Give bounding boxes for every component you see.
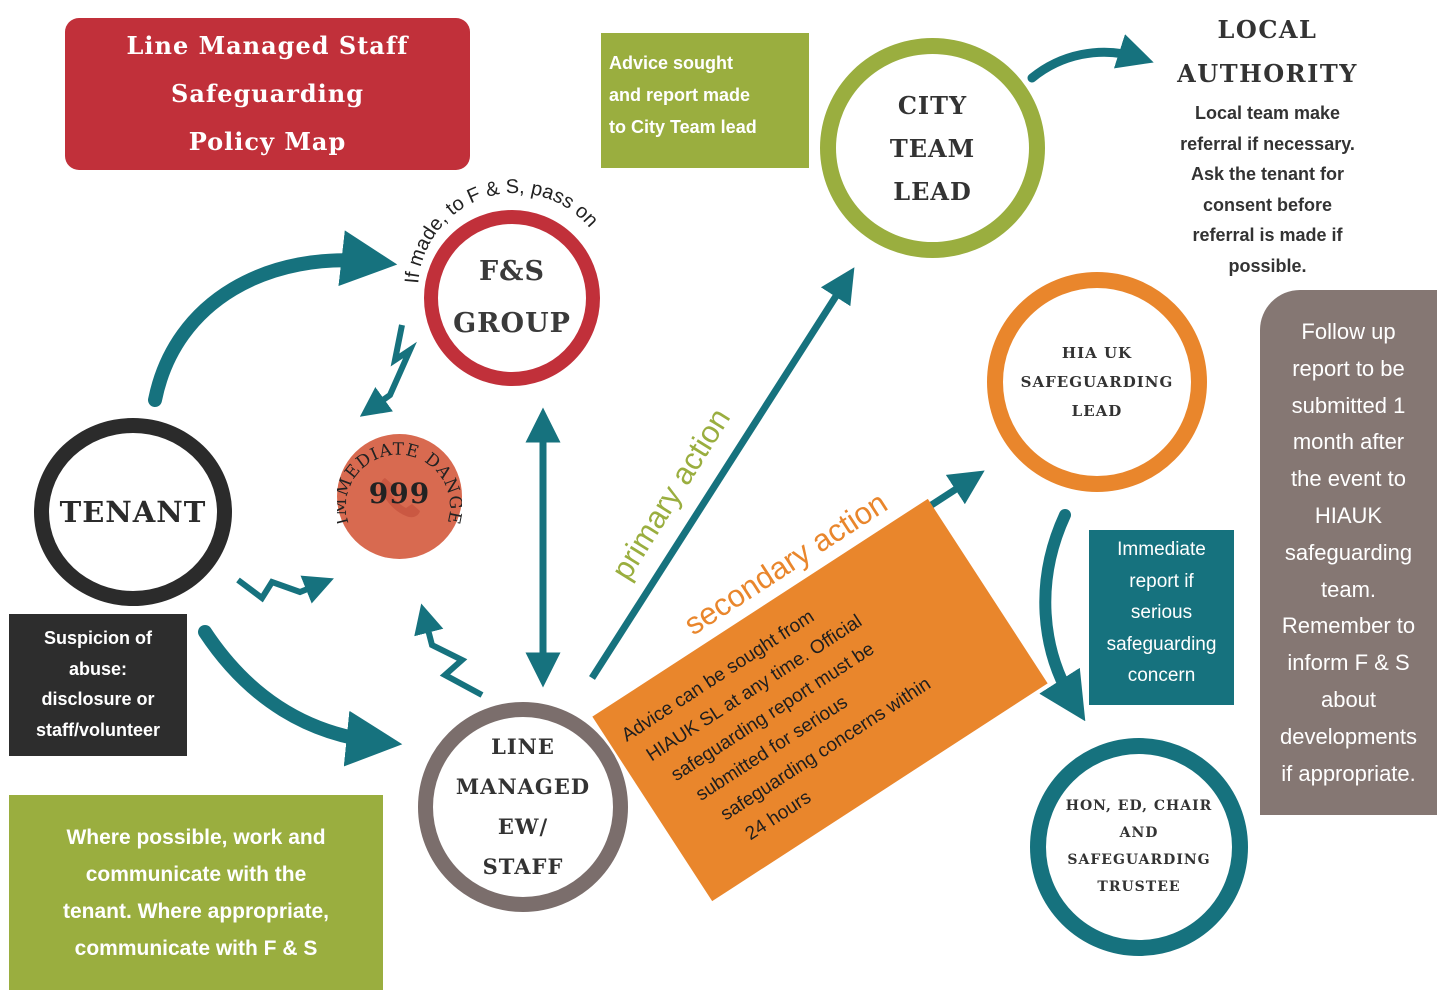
- title-banner: Line Managed Staff Safeguarding Policy M…: [65, 18, 470, 170]
- follow-line: HIAUK: [1314, 502, 1383, 528]
- la-title-line: AUTHORITY: [1177, 59, 1358, 88]
- follow-line: Remember to: [1281, 613, 1416, 639]
- follow-line: the event to: [1291, 466, 1406, 492]
- arrow-line-to-city: [589, 267, 855, 680]
- suspicion-box: Suspicion of abuse: disclosure or staff/…: [9, 614, 187, 756]
- city-team-lead-node: CITY TEAM LEAD: [820, 38, 1045, 258]
- svg-text:IMMEDIATE DANGER?: IMMEDIATE DANGER?: [337, 434, 462, 527]
- arrow-hia-to-hon: [1039, 509, 1086, 722]
- arrow-tenant-to-fs: [148, 230, 398, 407]
- hon-label: AND: [1119, 825, 1159, 841]
- la-line: consent before: [1202, 194, 1333, 215]
- fs-label: GROUP: [453, 308, 571, 339]
- hon-label: SAFEGUARDING: [1067, 852, 1211, 868]
- immediate-line: safeguarding: [1106, 633, 1217, 655]
- line-label: LINE: [491, 734, 555, 759]
- phone-icon: [380, 478, 420, 518]
- suspicion-line: abuse:: [68, 658, 128, 679]
- immediate-line: concern: [1127, 665, 1196, 686]
- follow-line: safeguarding: [1284, 539, 1413, 565]
- immediate-line: Immediate: [1117, 539, 1206, 560]
- title-line: Policy Map: [188, 127, 347, 156]
- fs-group-node: F&S GROUP: [424, 210, 600, 386]
- tenant-node: TENANT: [34, 418, 232, 606]
- immediate-danger-badge: 999 IMMEDIATE DANGER?: [337, 434, 462, 559]
- work-line: communicate with the: [85, 863, 307, 886]
- hon-trustee-node: HON, ED, CHAIR AND SAFEGUARDING TRUSTEE: [1030, 738, 1248, 956]
- la-line: Local team make: [1194, 103, 1341, 123]
- immediate-report-box: Immediate report if serious safeguarding…: [1089, 530, 1234, 705]
- zigzag-tenant-to-danger: [236, 575, 334, 604]
- suspicion-line: disclosure or: [41, 689, 155, 709]
- city-label: TEAM: [889, 133, 976, 163]
- hon-label: TRUSTEE: [1097, 879, 1181, 895]
- danger-number: 999: [368, 477, 431, 510]
- follow-line: submitted 1: [1291, 392, 1406, 418]
- follow-line: report to be: [1292, 355, 1405, 381]
- title-line: Line Managed Staff: [126, 31, 409, 60]
- work-line: communicate with F & S: [74, 937, 318, 960]
- line-label: MANAGED: [455, 774, 591, 799]
- arrow-tenant-to-line: [198, 625, 403, 767]
- suspicion-line: Suspicion of: [44, 628, 152, 648]
- zigzag-fs-to-danger: [359, 324, 417, 417]
- advice-line: to City Team lead: [609, 117, 757, 137]
- line-label: STAFF: [482, 854, 564, 879]
- follow-line: Follow up: [1301, 319, 1396, 344]
- follow-line: if appropriate.: [1281, 760, 1416, 786]
- follow-line: about: [1320, 686, 1377, 712]
- follow-line: developments: [1280, 723, 1417, 749]
- la-line: referral is made if: [1192, 225, 1343, 245]
- hia-label: HIA UK: [1061, 343, 1133, 362]
- city-label: CITY: [897, 90, 968, 120]
- la-line: referral if necessary.: [1180, 133, 1355, 154]
- follow-up-box: Follow up report to be submitted 1 month…: [1260, 290, 1437, 815]
- work-line: tenant. Where appropriate,: [62, 900, 330, 923]
- advice-line: Advice sought: [609, 53, 734, 73]
- work-line: Where possible, work and: [66, 826, 326, 849]
- line-managed-staff-node: LINE MANAGED EW/ STAFF: [418, 702, 628, 912]
- tenant-label: TENANT: [59, 495, 207, 529]
- local-authority-block: LOCAL AUTHORITY Local team make referral…: [1150, 8, 1385, 281]
- hia-label: SAFEGUARDING: [1020, 372, 1174, 391]
- la-line: Ask the tenant for: [1190, 164, 1345, 184]
- advice-line: and report made: [609, 85, 751, 105]
- immediate-line: report if: [1129, 570, 1194, 592]
- immediate-line: serious: [1130, 602, 1193, 623]
- hia-label: LEAD: [1071, 401, 1123, 420]
- title-line: Safeguarding: [170, 79, 365, 108]
- follow-line: inform F & S: [1287, 650, 1410, 676]
- work-note-box: Where possible, work and communicate wit…: [9, 795, 383, 990]
- advice-box: Advice sought and report made to City Te…: [601, 33, 809, 168]
- fs-label: F&S: [478, 256, 546, 287]
- danger-ring-text: IMMEDIATE DANGER?: [337, 434, 462, 527]
- suspicion-line: staff/volunteer: [35, 719, 161, 740]
- follow-line: month after: [1292, 429, 1405, 455]
- arrow-city-to-la: [1027, 34, 1154, 83]
- follow-line: team.: [1320, 576, 1377, 602]
- zigzag-line-to-danger: [414, 603, 484, 698]
- hia-safeguarding-lead-node: HIA UK SAFEGUARDING LEAD: [987, 272, 1207, 492]
- city-label: LEAD: [893, 176, 972, 206]
- line-label: EW/: [497, 814, 549, 839]
- la-title-line: LOCAL: [1217, 15, 1318, 44]
- hon-label: HON, ED, CHAIR: [1065, 798, 1213, 814]
- la-line: possible.: [1228, 255, 1307, 276]
